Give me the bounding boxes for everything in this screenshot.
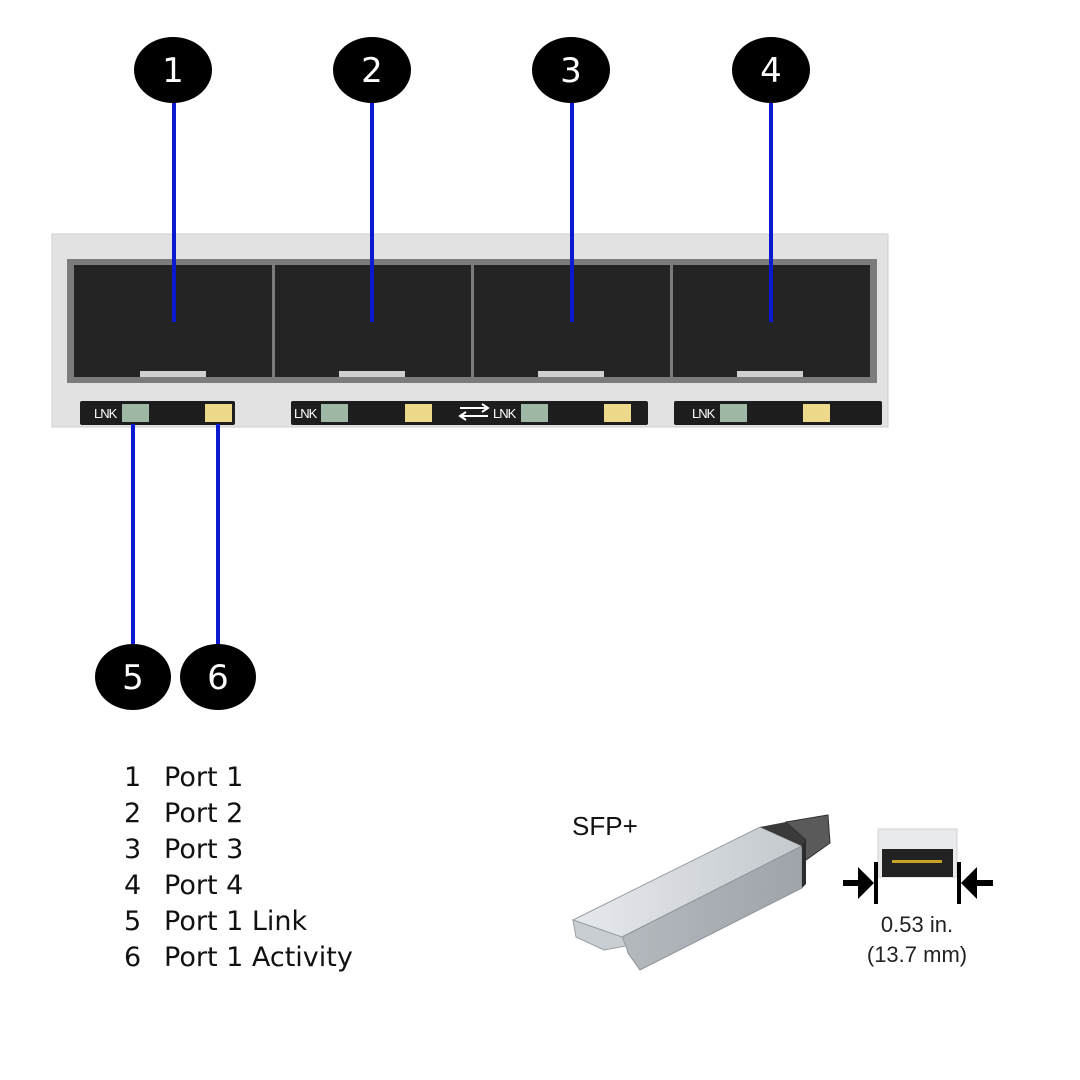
callout-number: 3 (560, 51, 582, 91)
port-activity-arrows-icon (458, 403, 490, 421)
legend-number: 4 (124, 870, 142, 901)
module-label: SFP+ (572, 811, 638, 841)
link-led-port-2 (321, 404, 348, 422)
callout-number: 1 (162, 51, 184, 91)
legend-label: Port 3 (164, 834, 244, 865)
module-face-icon (877, 828, 958, 878)
dimension-mm: (13.7 mm) (867, 942, 967, 967)
activity-led-port-4 (803, 404, 830, 422)
callout-number: 5 (122, 658, 144, 698)
dimension-inches: 0.53 in. (881, 912, 953, 937)
legend-item: 4 Port 4 (124, 868, 353, 904)
link-led-port-4 (720, 404, 747, 422)
dimension-arrows-icon (843, 862, 993, 904)
legend-number: 1 (124, 762, 142, 793)
led-label-port-4: LNK (692, 406, 716, 421)
callout-2: 2 (333, 37, 411, 103)
led-label-port-3: LNK (493, 406, 517, 421)
callout-4: 4 (732, 37, 810, 103)
callout-5: 5 (95, 644, 171, 710)
legend-item: 3 Port 3 (124, 832, 353, 868)
legend-label: Port 2 (164, 798, 244, 829)
led-strip-port-2-3: LNK LNK (291, 401, 648, 425)
legend-label: Port 1 (164, 762, 244, 793)
callout-1: 1 (134, 37, 212, 103)
led-label-port-2: LNK (294, 406, 318, 421)
led-strip-port-4: LNK (674, 401, 882, 425)
activity-led-port-3 (604, 404, 631, 422)
legend-number: 5 (124, 906, 142, 937)
callout-3: 3 (532, 37, 610, 103)
activity-led-port-2 (405, 404, 432, 422)
activity-led-port-1 (205, 404, 232, 422)
legend-item: 6 Port 1 Activity (124, 940, 353, 976)
callout-number: 6 (207, 658, 229, 698)
callout-6: 6 (180, 644, 256, 710)
sfp-module-icon (571, 814, 831, 971)
legend-label: Port 1 Activity (164, 942, 353, 973)
callout-number: 2 (361, 51, 383, 91)
legend-item: 2 Port 2 (124, 796, 353, 832)
legend-label: Port 1 Link (164, 906, 308, 937)
link-led-port-3 (521, 404, 548, 422)
legend-item: 5 Port 1 Link (124, 904, 353, 940)
leader-lines (131, 100, 773, 648)
callout-number: 4 (760, 51, 782, 91)
legend-label: Port 4 (164, 870, 244, 901)
link-led-port-1 (122, 404, 149, 422)
legend-item: 1 Port 1 (124, 760, 353, 796)
legend-number: 3 (124, 834, 142, 865)
legend-number: 6 (124, 942, 142, 973)
led-label-port-1: LNK (94, 406, 118, 421)
led-strip-port-1: LNK (80, 401, 235, 425)
legend-number: 2 (124, 798, 142, 829)
